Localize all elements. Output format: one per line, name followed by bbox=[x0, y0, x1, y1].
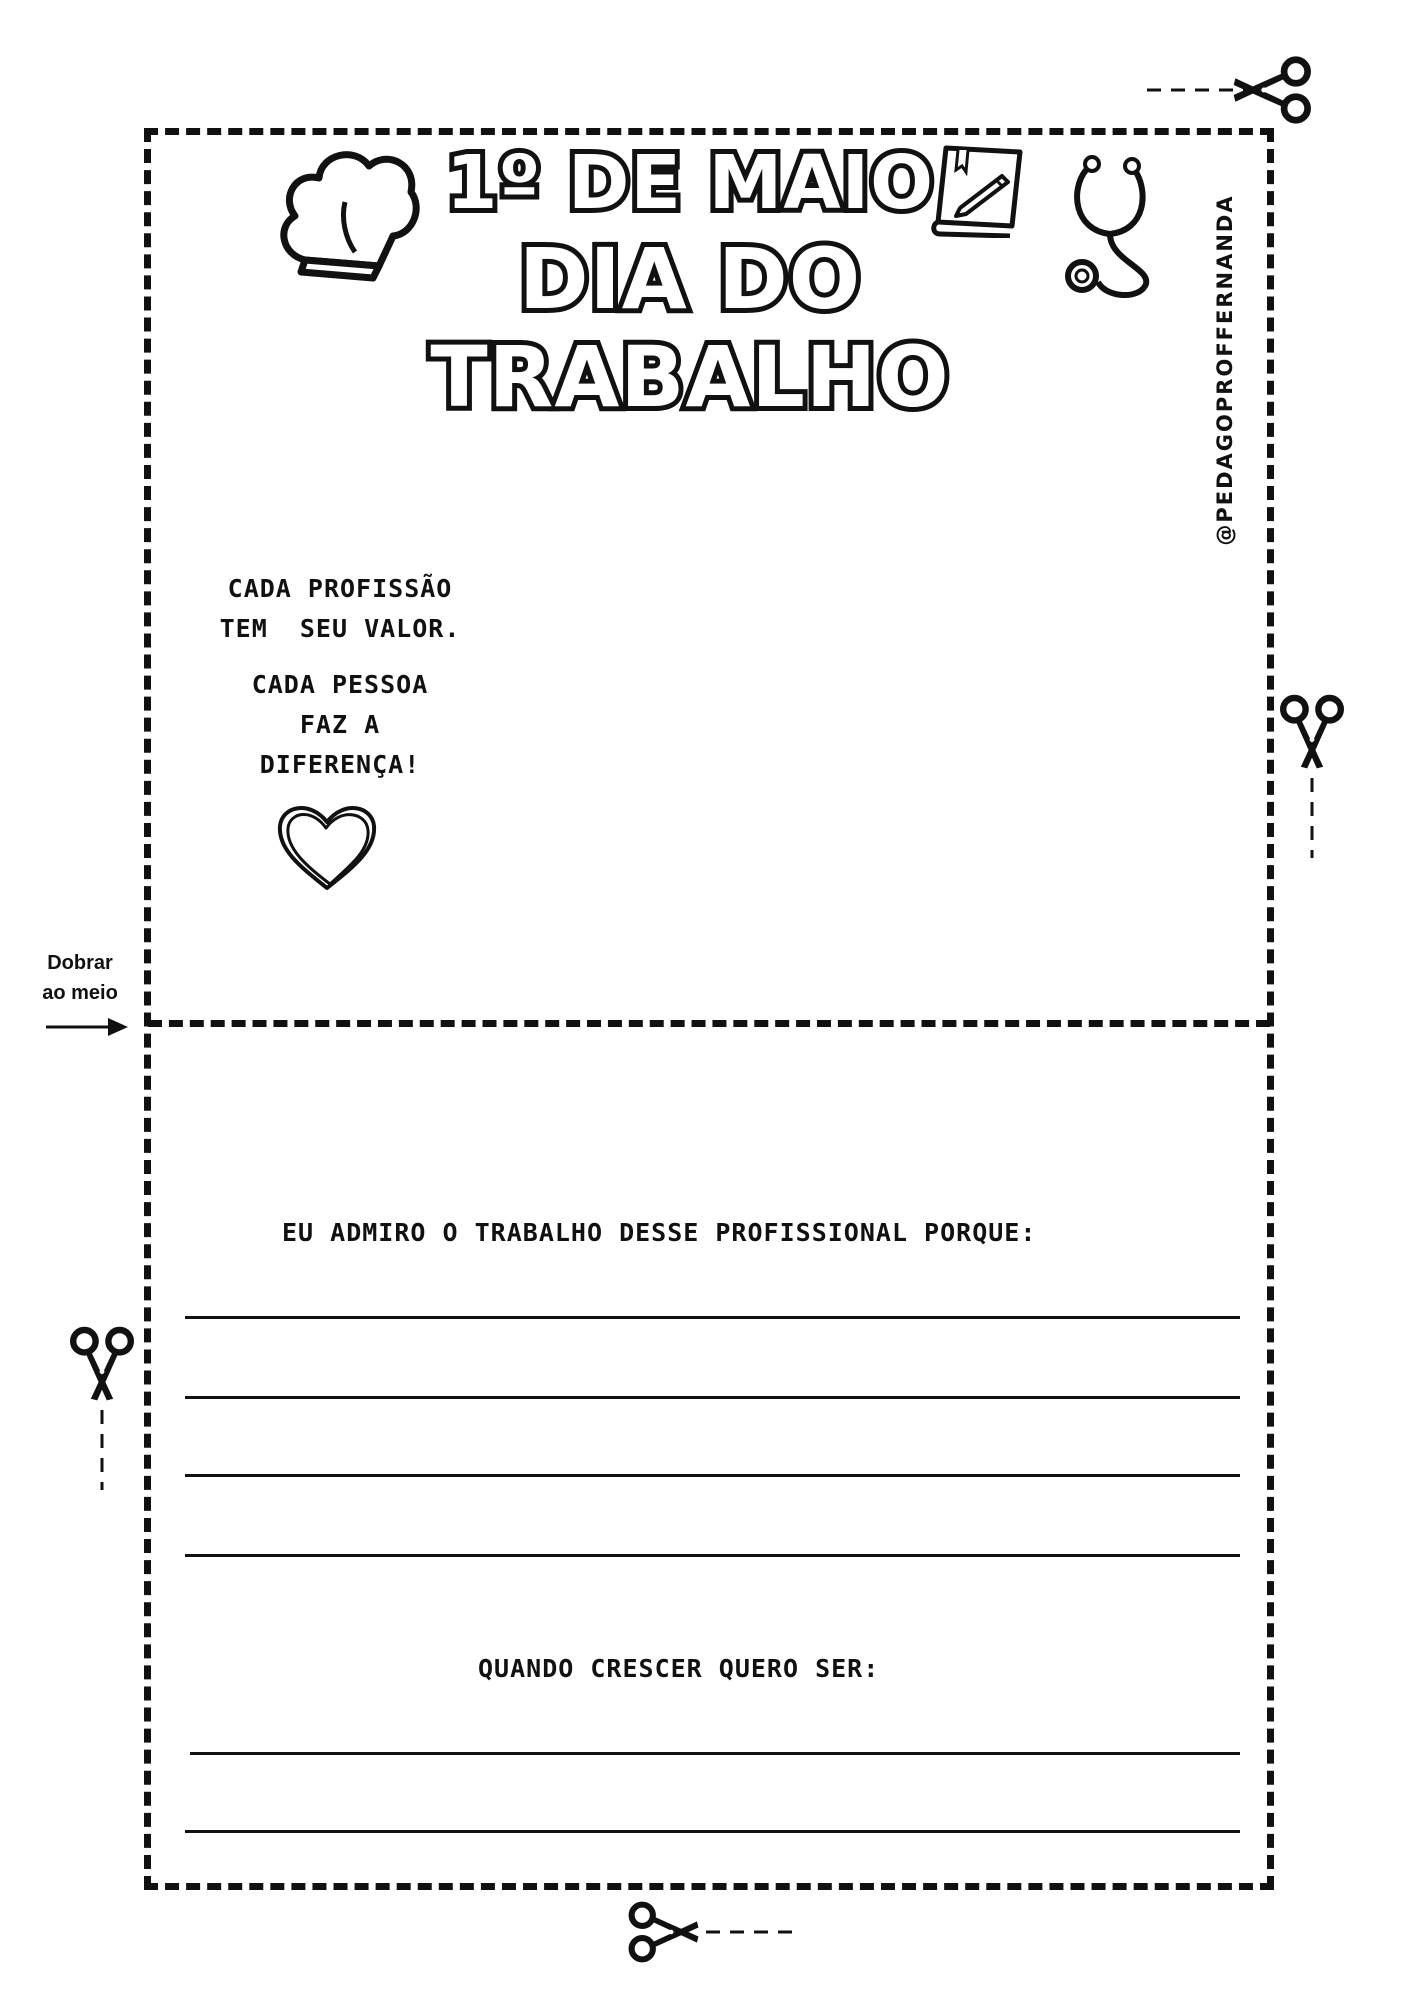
answer-line-4[interactable] bbox=[185, 1554, 1240, 1557]
future-prompt: QUANDO CRESCER QUERO SER: bbox=[478, 1654, 880, 1683]
fold-line bbox=[148, 1020, 1270, 1027]
heart-icon bbox=[272, 798, 382, 894]
title-line-2: DIA DO TRABALHO bbox=[425, 225, 953, 431]
fold-label-line-2: ao meio bbox=[42, 982, 118, 1004]
fold-label-line-1: Dobrar bbox=[47, 952, 113, 974]
answer-line-2[interactable] bbox=[185, 1396, 1240, 1399]
cut-frame bbox=[144, 128, 1274, 1890]
book-pen-icon bbox=[928, 142, 1028, 238]
admire-prompt: EU ADMIRO O TRABALHO DESSE PROFISSIONAL … bbox=[282, 1218, 1037, 1247]
quote-line-4: FAZ A bbox=[299, 710, 381, 739]
scissors-right-middle bbox=[1272, 690, 1352, 860]
scissors-icon bbox=[1147, 52, 1320, 128]
scissors-bottom bbox=[622, 1892, 802, 1972]
chef-hat-icon bbox=[275, 142, 423, 282]
scissors-top-right bbox=[1145, 52, 1320, 128]
scissors-icon bbox=[1272, 690, 1352, 858]
page-title: 1º DE MAIO DIA DO TRABALHO bbox=[280, 135, 1100, 431]
scissors-left-lower bbox=[62, 1322, 142, 1492]
arrow-right-icon bbox=[44, 1016, 130, 1038]
future-line-2[interactable] bbox=[185, 1830, 1240, 1833]
answer-line-3[interactable] bbox=[185, 1474, 1240, 1477]
stethoscope-icon bbox=[1040, 150, 1180, 310]
author-handle: @PEDAGOPROFFERNANDA bbox=[1213, 194, 1237, 546]
fold-instruction: Dobrar ao meio bbox=[30, 948, 130, 1008]
quote-line-2: TEM SEU VALOR. bbox=[219, 614, 461, 643]
quote-line-5: DIFERENÇA! bbox=[259, 750, 421, 779]
answer-line-1[interactable] bbox=[185, 1316, 1240, 1319]
future-line-1[interactable] bbox=[190, 1752, 1240, 1755]
title-line-1: 1º DE MAIO bbox=[441, 135, 938, 231]
quote-line-1: CADA PROFISSÃO bbox=[227, 574, 453, 603]
scissors-icon bbox=[622, 1892, 800, 1972]
scissors-icon bbox=[62, 1322, 142, 1490]
quote-line-3: CADA PESSOA bbox=[251, 670, 429, 699]
